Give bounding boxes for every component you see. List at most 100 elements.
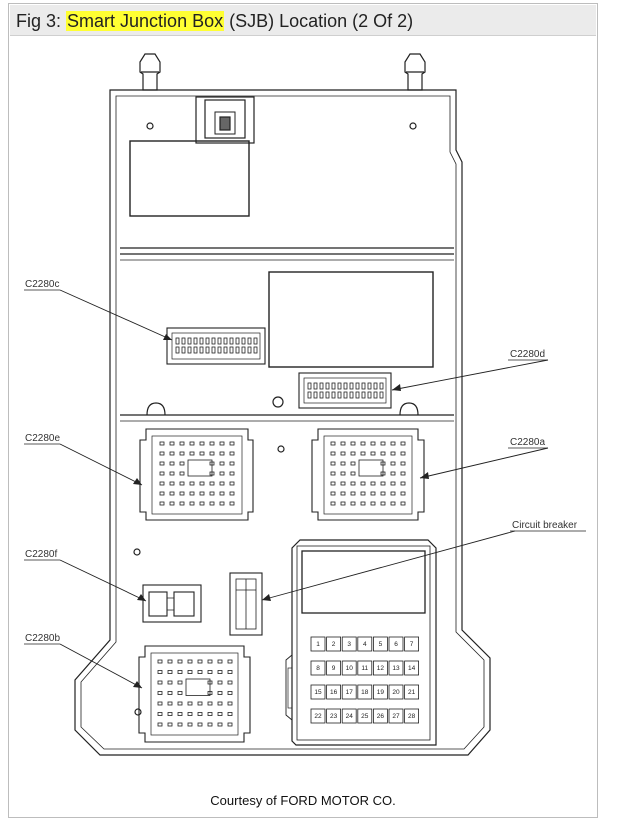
connector-pin [380,451,386,456]
connector-pin [187,701,193,706]
leader-line-c2280d [391,359,549,391]
connector-pin [179,451,185,456]
connector-pin [197,701,203,706]
fuse-slot [404,660,420,676]
connector-pin [169,441,175,446]
connector-pin [227,712,233,716]
connector-pin [253,346,258,354]
connector-pin [330,461,336,466]
connector-pin [209,501,215,506]
connector-pin [205,337,210,345]
connector-pin [350,451,356,456]
connector-pin [159,471,165,476]
connector-pin [400,471,406,476]
connector-pin [187,659,193,664]
connector-pin [325,391,330,399]
leader-line-circuit-breaker [261,530,516,601]
arrowhead [133,478,142,485]
connector-pin [355,391,360,399]
arrowhead [137,594,146,601]
fuse-slot [372,660,388,676]
connector-pin [390,471,396,476]
connector-c2280d [298,372,392,409]
connector-pin [199,441,205,446]
connector-pin [197,659,203,664]
fuse-slot [404,708,420,724]
connector-pin [340,461,346,466]
connector-pin [229,491,235,496]
fuse-slot [341,660,357,676]
connector-pin [227,722,233,727]
connector-pin [380,491,386,496]
fuse-number: 12 [377,665,385,672]
circuit-breaker [229,572,263,636]
connector-pin [360,451,366,456]
connector-pin [337,382,342,390]
connector-pin [159,481,165,486]
fuse-slot [310,684,326,700]
connector-pin [169,501,175,506]
connector-pin [380,501,386,506]
fuse-slot [326,660,342,676]
connector-pin [373,391,378,399]
connector-pin [340,501,346,506]
connector-c2280c [166,327,266,365]
connector-pin [400,441,406,446]
connector-pin [219,461,225,466]
connector-pin [199,491,205,496]
fuse-number: 4 [363,641,367,648]
connector-pin [229,441,235,446]
connector-pin [209,441,215,446]
fuse-number: 17 [346,689,354,696]
fuse-number: 18 [361,689,369,696]
connector-pin [175,337,180,345]
figure-header: Fig 3: Smart Junction Box (SJB) Location… [10,5,596,36]
connector-pin [179,441,185,446]
connector-pin [350,481,356,486]
fuse-number: 22 [314,713,322,720]
connector-pin [211,337,216,345]
rail-bump [399,402,419,416]
connector-pin [330,481,336,486]
connector-c2280a-pins [330,441,406,506]
fuse-number: 10 [346,665,354,672]
connector-pin [177,670,183,674]
connector-pin [187,712,193,716]
fuse-slot [372,636,388,652]
connector-pin [169,471,175,476]
connector-pin [227,670,233,674]
figure-title: Fig 3: Smart Junction Box (SJB) Location… [16,11,413,32]
connector-pin [219,501,225,506]
housing-outline [74,89,491,756]
connector-pin [157,659,163,664]
fuse-number: 16 [330,689,338,696]
connector-pin [229,501,235,506]
connector-pin [390,451,396,456]
fuse-slot [404,636,420,652]
fuse-slot [326,684,342,700]
connector-pin [187,337,192,345]
connector-pin [379,391,384,399]
connector-pin [169,451,175,456]
fuse-number: 26 [377,713,385,720]
connector-pin [370,481,376,486]
fuse-number: 2 [332,641,336,648]
connector-pin [313,391,318,399]
connector-pin [370,451,376,456]
figure-frame: Fig 3: Smart Junction Box (SJB) Location… [8,3,598,818]
connector-pin [229,337,234,345]
connector-pin [361,382,366,390]
connector-pin [207,712,213,716]
connector-c2280d-pins [307,382,384,399]
leader-line-c2280a [419,447,549,479]
fuse-number: 15 [314,689,322,696]
connector-pin [209,451,215,456]
connector-c2280c-pins [175,337,258,354]
connector-pin [330,501,336,506]
connector-pin [177,722,183,727]
connector-pin [390,491,396,496]
connector-pin [167,701,173,706]
connector-pin [177,691,183,695]
connector-pin [167,691,173,695]
connector-pin [227,691,233,695]
